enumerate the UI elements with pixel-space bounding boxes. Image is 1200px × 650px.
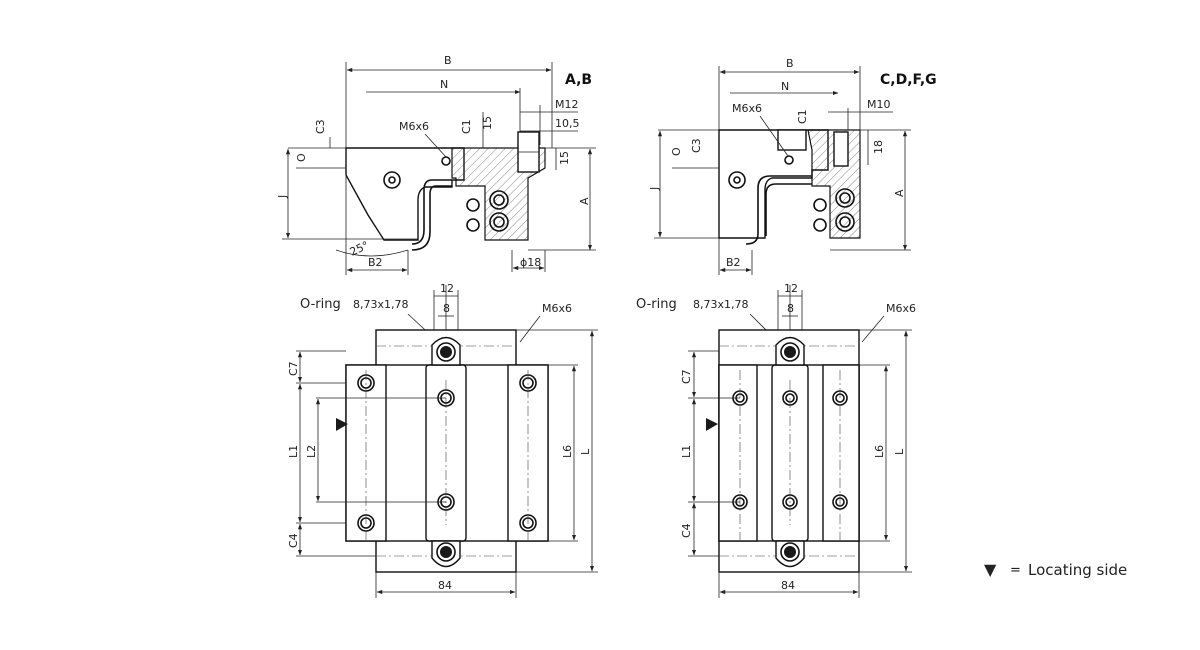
label-L6: L6 (561, 445, 574, 458)
left-plan-view: O-ring 8,73x1,78 12 8 M6x6 (287, 282, 598, 598)
left-carriage-body (345, 147, 465, 241)
left-screw-head (383, 171, 401, 189)
locating-side-marker-left (336, 418, 348, 431)
label-C3: C3 (690, 138, 703, 153)
label-18: 18 (872, 140, 885, 154)
left-seal-profile (411, 179, 452, 245)
label-L: L (579, 448, 592, 455)
oring-label: O-ring (300, 297, 341, 312)
right-screw-head (728, 171, 746, 189)
legend-equals: = (1010, 563, 1021, 578)
label-84: 84 (438, 579, 452, 592)
label-phi18: ϕ18 (520, 256, 541, 269)
locating-side-marker-right (706, 418, 718, 431)
label-B2: B2 (368, 256, 383, 269)
label-8: 8 (443, 302, 450, 315)
label-O: O (295, 153, 308, 162)
label-M10: M10 (867, 98, 891, 111)
label-C4: C4 (680, 523, 693, 538)
label-L1: L1 (287, 445, 300, 458)
legend: ▼ = Locating side (984, 560, 1127, 579)
left-ball-lower (489, 212, 509, 232)
label-B2: B2 (726, 256, 741, 269)
oring-top (784, 346, 796, 358)
label-C3: C3 (314, 119, 327, 134)
label-C7: C7 (680, 369, 693, 384)
label-C4: C4 (287, 533, 300, 548)
label-N: N (440, 78, 448, 91)
label-A: A (578, 197, 591, 205)
label-8: 8 (787, 302, 794, 315)
section-heading-CDFG: C,D,F,G (880, 72, 937, 88)
oring-label: O-ring (636, 297, 677, 312)
label-B: B (444, 54, 452, 67)
right-plan-view: O-ring 8,73x1,78 12 8 M6x6 (636, 282, 916, 598)
oring-size-label: 8,73x1,78 (693, 298, 749, 311)
label-M6x6: M6x6 (542, 302, 572, 315)
label-N: N (781, 80, 789, 93)
label-L6: L6 (873, 445, 886, 458)
label-L1: L1 (680, 445, 693, 458)
label-12: 12 (440, 282, 454, 295)
label-C7: C7 (287, 361, 300, 376)
oring-bottom (784, 546, 796, 558)
label-15-top: 15 (481, 116, 494, 130)
label-12: 12 (784, 282, 798, 295)
label-C1: C1 (460, 119, 473, 134)
right-grease-nipple (833, 131, 849, 167)
right-cross-section: B C,D,F,G N M10 M6x6 C1 O C3 18 J (648, 57, 937, 275)
label-L2: L2 (305, 445, 318, 458)
label-M6x6: M6x6 (732, 102, 762, 115)
left-ball-upper (489, 190, 509, 210)
label-M12: M12 (555, 98, 579, 111)
legend-marker: ▼ (984, 560, 997, 579)
right-m6-hole (784, 155, 794, 165)
label-B: B (786, 57, 794, 70)
label-M6x6: M6x6 (886, 302, 916, 315)
label-L: L (893, 448, 906, 455)
label-84: 84 (781, 579, 795, 592)
label-15-right: 15 (558, 151, 571, 165)
label-O: O (670, 147, 683, 156)
oring-size-label: 8,73x1,78 (353, 298, 409, 311)
label-A: A (893, 189, 906, 197)
label-C1: C1 (796, 109, 809, 124)
label-J: J (276, 195, 289, 199)
left-cross-section: B A,B N M12 10,5 C3 M6x6 (276, 54, 596, 275)
label-10-5: 10,5 (555, 117, 580, 130)
section-heading-AB: A,B (565, 72, 592, 88)
label-J: J (648, 187, 661, 191)
label-M6x6: M6x6 (399, 120, 429, 133)
oring-top (440, 346, 452, 358)
oring-bottom (440, 546, 452, 558)
legend-text: Locating side (1028, 561, 1127, 579)
